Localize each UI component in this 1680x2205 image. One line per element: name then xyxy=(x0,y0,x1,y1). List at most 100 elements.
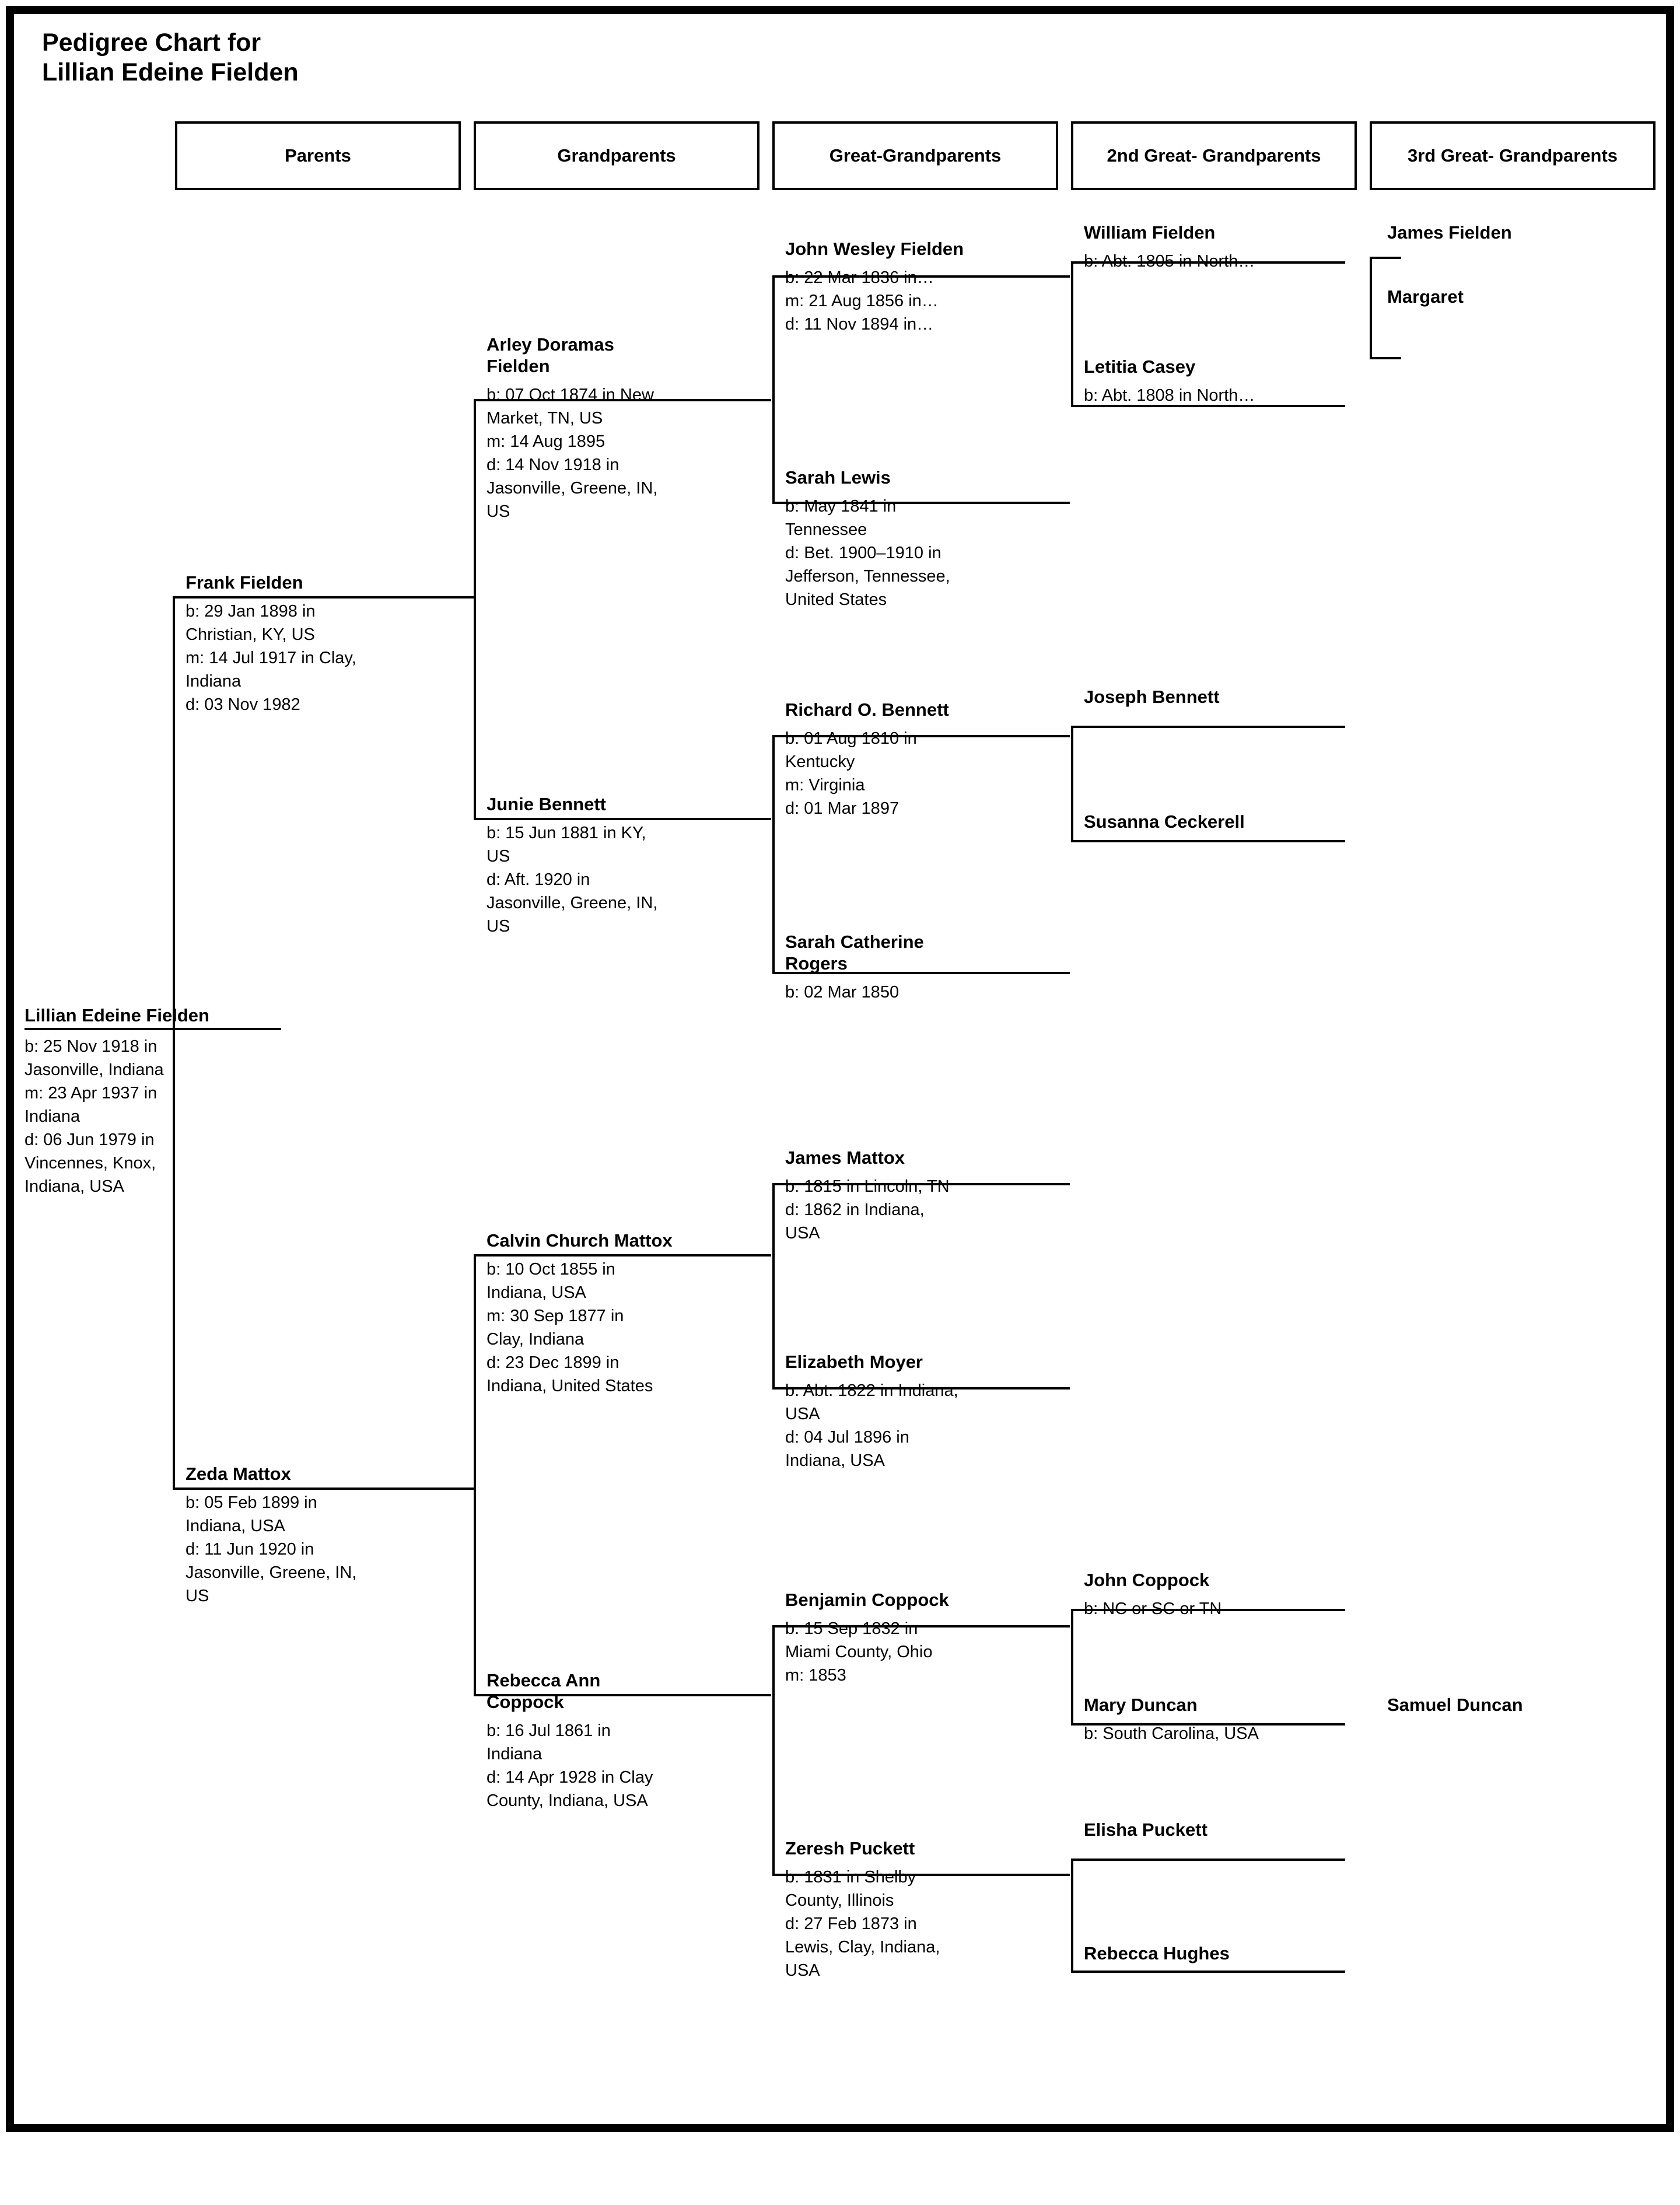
person-details: b: 16 Jul 1861 in Indiana d: 14 Apr 1928… xyxy=(487,1721,653,1811)
person-name: John Coppock xyxy=(1084,1570,1210,1590)
person-name: Frank Fielden xyxy=(186,572,303,593)
connector-ggf4-top xyxy=(772,1625,1070,1628)
person-node-paternal-grandmother[interactable]: Junie Bennett b: 15 Jun 1881 in KY, US d… xyxy=(487,793,766,938)
person-details: b: 07 Oct 1874 in New Market, TN, US m: … xyxy=(487,386,658,522)
column-header-great-grandparents: Great-Grandparents xyxy=(772,121,1058,190)
connector-ggf1-spine xyxy=(772,275,775,504)
connector-ggggf1-spine xyxy=(1370,257,1372,359)
person-details: b: 29 Jan 1898 in Christian, KY, US m: 1… xyxy=(186,602,356,715)
person-node-subject[interactable]: Lillian Edeine Fielden b: 25 Nov 1918 in… xyxy=(24,1005,281,1198)
person-details: b: South Carolina, USA xyxy=(1084,1724,1259,1744)
person-node-maternal-grandfather[interactable]: Calvin Church Mattox b: 10 Oct 1855 in I… xyxy=(487,1230,772,1398)
person-name: Sarah Lewis xyxy=(785,467,891,488)
person-node-gggm-susanna-ceckerell[interactable]: Susanna Ceckerell xyxy=(1084,811,1345,834)
person-name: Zeresh Puckett xyxy=(785,1838,915,1859)
person-details: b: May 1841 in Tennessee d: Bet. 1900–19… xyxy=(785,497,950,610)
page-title: Pedigree Chart for Lillian Edeine Fielde… xyxy=(42,29,299,86)
person-node-gggf-john-coppock[interactable]: John Coppock b: NC or SC or TN xyxy=(1084,1569,1345,1620)
person-node-gggm-rebecca-hughes[interactable]: Rebecca Hughes xyxy=(1084,1943,1345,1966)
person-node-ggf-john-wesley-fielden[interactable]: John Wesley Fielden b: 22 Mar 1836 in… m… xyxy=(785,238,1048,336)
connector-mother-bottom xyxy=(474,1694,771,1696)
person-details: b: 10 Oct 1855 in Indiana, USA m: 30 Sep… xyxy=(487,1260,653,1396)
connector-gggf2-bottom xyxy=(1071,840,1345,842)
connector-ggf1-top xyxy=(772,275,1070,278)
column-header-grandparents: Grandparents xyxy=(474,121,760,190)
connector-ggf2-top xyxy=(772,735,1070,737)
connector-subject-bottom xyxy=(173,1488,476,1490)
person-details: b: 15 Sep 1832 in Miami County, Ohio m: … xyxy=(785,1619,933,1685)
person-node-maternal-grandmother[interactable]: Rebecca Ann Coppock b: 16 Jul 1861 in In… xyxy=(487,1670,766,1812)
connector-gggf2-top xyxy=(1071,726,1345,728)
person-node-ggf-james-mattox[interactable]: James Mattox b: 1815 in Lincoln, TN d: 1… xyxy=(785,1147,1048,1245)
person-node-father[interactable]: Frank Fielden b: 29 Jan 1898 in Christia… xyxy=(186,572,460,716)
person-name: Junie Bennett xyxy=(487,794,606,814)
connector-ggf4-bottom xyxy=(772,1874,1070,1876)
person-node-mother[interactable]: Zeda Mattox b: 05 Feb 1899 in Indiana, U… xyxy=(186,1463,460,1608)
person-node-ggm-zeresh-puckett[interactable]: Zeresh Puckett b: 1831 in Shelby County,… xyxy=(785,1838,1048,1982)
person-name: Lillian Edeine Fielden xyxy=(24,1005,281,1031)
person-name: Elizabeth Moyer xyxy=(785,1352,923,1372)
connector-gggf1-spine xyxy=(1071,261,1073,407)
connector-subject-top xyxy=(173,596,476,598)
person-details: b: 1831 in Shelby County, Illinois d: 27… xyxy=(785,1868,940,1980)
connector-gggf4-spine xyxy=(1071,1859,1073,1973)
connector-gggf4-bottom xyxy=(1071,1971,1345,1973)
person-details: b: 25 Nov 1918 in Jasonville, Indiana m:… xyxy=(24,1037,164,1196)
person-name: Mary Duncan xyxy=(1084,1695,1198,1715)
connector-gggf3-top xyxy=(1071,1609,1345,1611)
person-details: b: Abt. 1805 in North… xyxy=(1084,252,1255,271)
connector-ggf3-spine xyxy=(772,1183,775,1390)
connector-ggf4-spine xyxy=(772,1625,775,1876)
person-name: James Fielden xyxy=(1387,222,1512,243)
connector-mother-spine xyxy=(474,1254,476,1696)
connector-mother-top xyxy=(474,1254,771,1256)
column-header-2nd-great-grandparents: 2nd Great- Grandparents xyxy=(1071,121,1357,190)
person-details: b: 02 Mar 1850 xyxy=(785,983,900,1002)
person-name: Rebecca Ann Coppock xyxy=(487,1670,601,1713)
person-node-gggf-joseph-bennett[interactable]: Joseph Bennett xyxy=(1084,686,1345,709)
person-node-gggm-mary-duncan[interactable]: Mary Duncan b: South Carolina, USA xyxy=(1084,1694,1345,1745)
person-details: b: 15 Jun 1881 in KY, US d: Aft. 1920 in… xyxy=(487,824,658,936)
column-header-3rd-great-grandparents: 3rd Great- Grandparents xyxy=(1370,121,1656,190)
person-node-gggf-elisha-puckett[interactable]: Elisha Puckett xyxy=(1084,1819,1345,1842)
person-name: Samuel Duncan xyxy=(1387,1695,1523,1715)
page-border xyxy=(6,6,1674,2132)
connector-subject-stub xyxy=(173,992,175,1020)
connector-gggf4-top xyxy=(1071,1859,1345,1861)
person-node-ggf-benjamin-coppock[interactable]: Benjamin Coppock b: 15 Sep 1832 in Miami… xyxy=(785,1589,1048,1687)
person-name: Susanna Ceckerell xyxy=(1084,811,1245,832)
person-name: John Wesley Fielden xyxy=(785,239,964,259)
person-node-ggm-sarah-catherine-rogers[interactable]: Sarah Catherine Rogers b: 02 Mar 1850 xyxy=(785,931,1048,1004)
person-name: Richard O. Bennett xyxy=(785,699,949,720)
connector-father-top xyxy=(474,399,771,401)
person-node-ggggf-samuel-duncan[interactable]: Samuel Duncan xyxy=(1387,1694,1644,1717)
connector-gggf3-spine xyxy=(1071,1609,1073,1726)
connector-gggf3-bottom xyxy=(1071,1723,1345,1726)
person-name: Calvin Church Mattox xyxy=(487,1230,673,1251)
person-name: Benjamin Coppock xyxy=(785,1590,949,1610)
person-name: Elisha Puckett xyxy=(1084,1819,1208,1840)
person-node-ggggm-margaret[interactable]: Margaret xyxy=(1387,286,1644,309)
person-details: b: 22 Mar 1836 in… m: 21 Aug 1856 in… d:… xyxy=(785,268,939,334)
person-node-gggm-letitia-casey[interactable]: Letitia Casey b: Abt. 1808 in North… xyxy=(1084,356,1345,407)
person-name: James Mattox xyxy=(785,1147,905,1168)
connector-father-bottom xyxy=(474,818,771,820)
person-name: Letitia Casey xyxy=(1084,356,1196,377)
person-details: b: 05 Feb 1899 in Indiana, USA d: 11 Jun… xyxy=(186,1493,357,1606)
person-node-ggm-elizabeth-moyer[interactable]: Elizabeth Moyer b: Abt. 1822 in Indiana,… xyxy=(785,1351,1054,1472)
person-node-gggf-william-fielden[interactable]: William Fielden b: Abt. 1805 in North… xyxy=(1084,222,1345,273)
person-name: Margaret xyxy=(1387,286,1464,307)
person-details: b: Abt. 1808 in North… xyxy=(1084,386,1255,405)
person-name: Arley Doramas Fielden xyxy=(487,334,614,377)
person-name: Rebecca Hughes xyxy=(1084,1943,1230,1964)
person-node-ggm-sarah-lewis[interactable]: Sarah Lewis b: May 1841 in Tennessee d: … xyxy=(785,467,1054,611)
connector-ggf2-spine xyxy=(772,735,775,974)
person-node-ggggf-james-fielden[interactable]: James Fielden xyxy=(1387,222,1644,245)
connector-gggf1-bottom xyxy=(1071,405,1345,407)
connector-father-spine xyxy=(474,399,476,820)
person-node-ggf-richard-o-bennett[interactable]: Richard O. Bennett b: 01 Aug 1810 in Ken… xyxy=(785,699,1048,820)
person-node-paternal-grandfather[interactable]: Arley Doramas Fielden b: 07 Oct 1874 in … xyxy=(487,334,766,523)
person-details: b: 1815 in Lincoln, TN d: 1862 in Indian… xyxy=(785,1177,950,1243)
connector-ggggf1-top xyxy=(1370,257,1401,259)
